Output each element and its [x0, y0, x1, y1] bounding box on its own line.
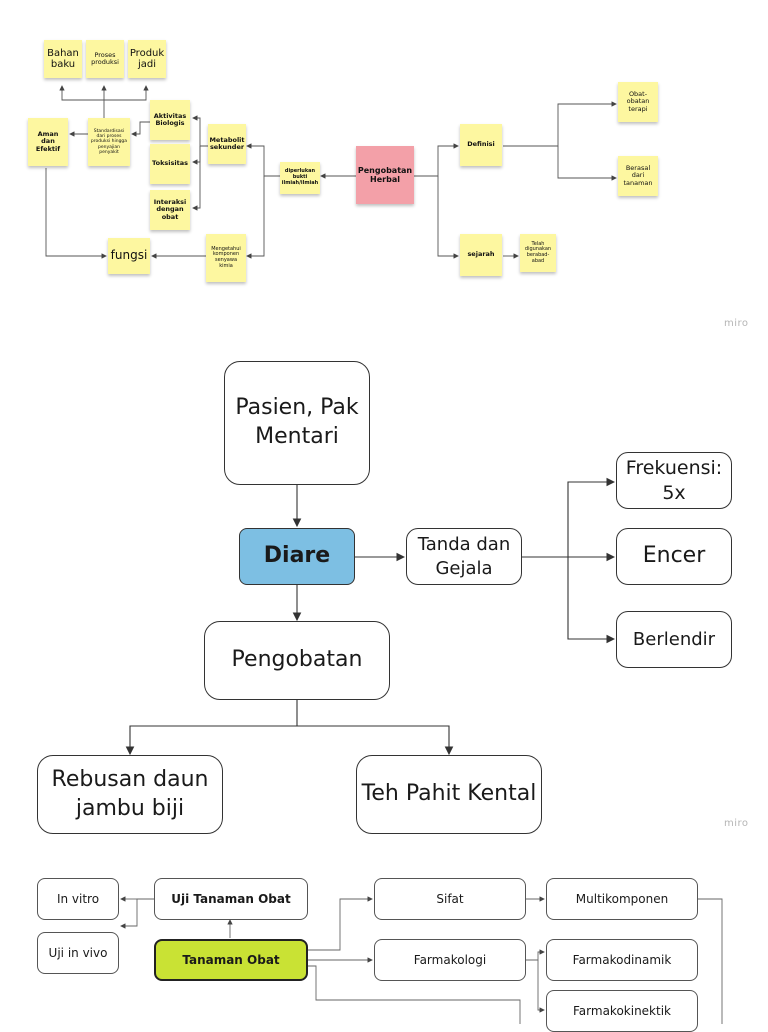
node-sifat[interactable]: Sifat — [374, 878, 526, 920]
node-farmakodinamik[interactable]: Farmakodinamik — [546, 939, 698, 981]
node-teh-pahit[interactable]: Teh Pahit Kental — [356, 755, 542, 834]
sticky-berasal-tanaman[interactable]: Berasal dari tanaman — [618, 156, 658, 196]
sticky-aman-efektif[interactable]: Aman dan Efektif — [28, 118, 68, 166]
sticky-proses-produksi[interactable]: Proses produksi — [86, 40, 124, 78]
sticky-telah-digunakan[interactable]: Telah digunakan berabad-abad — [520, 234, 556, 272]
sticky-definisi[interactable]: Definisi — [460, 124, 502, 166]
node-uji-in-vivo[interactable]: Uji in vivo — [37, 932, 119, 974]
node-encer[interactable]: Encer — [616, 528, 732, 585]
sticky-obat-terapi[interactable]: Obat-obatan terapi — [618, 82, 658, 122]
sticky-aktivitas-biologis[interactable]: Aktivitas Biologis — [150, 100, 190, 140]
node-frekuensi[interactable]: Frekuensi: 5x — [616, 452, 732, 509]
sticky-toksisitas[interactable]: Toksisitas — [150, 144, 190, 184]
sticky-diperlukan-bukti[interactable]: diperlukan bukti ilmiah/ilmiah — [280, 162, 320, 194]
diare-connectors — [125, 477, 616, 756]
node-farmakokinektik[interactable]: Farmakokinektik — [546, 990, 698, 1032]
sticky-produk-jadi[interactable]: Produk jadi — [128, 40, 166, 78]
node-diare[interactable]: Diare — [239, 528, 355, 585]
diare-map: Pasien, Pak Mentari Diare Tanda dan Geja… — [0, 340, 768, 840]
herbal-connectors — [45, 85, 617, 259]
sticky-pengobatan-herbal[interactable]: Pengobatan Herbal — [356, 146, 414, 204]
node-farmakologi[interactable]: Farmakologi — [374, 939, 526, 981]
sticky-interaksi-obat[interactable]: Interaksi dengan obat — [150, 190, 190, 230]
miro-watermark: miro — [724, 318, 749, 329]
miro-watermark: miro — [724, 818, 749, 829]
node-pengobatan[interactable]: Pengobatan — [204, 621, 390, 700]
sticky-bahan-baku[interactable]: Bahan baku — [44, 40, 82, 78]
node-tanaman-obat[interactable]: Tanaman Obat — [154, 939, 308, 981]
node-pasien[interactable]: Pasien, Pak Mentari — [224, 361, 370, 485]
tanaman-connectors — [120, 896, 723, 1024]
sticky-sejarah[interactable]: sejarah — [460, 234, 502, 276]
node-rebusan[interactable]: Rebusan daun jambu biji — [37, 755, 223, 834]
sticky-fungsi[interactable]: fungsi — [108, 238, 150, 274]
sticky-metabolit-sekunder[interactable]: Metabolit sekunder — [208, 124, 246, 164]
node-multikomponen[interactable]: Multikomponen — [546, 878, 698, 920]
sticky-mengetahui-komponen[interactable]: Mengetahui komponen senyawa kimia — [206, 234, 246, 282]
node-berlendir[interactable]: Berlendir — [616, 611, 732, 668]
node-tanda-gejala[interactable]: Tanda dan Gejala — [406, 528, 522, 585]
node-in-vitro[interactable]: In vitro — [37, 878, 119, 920]
node-uji-tanaman[interactable]: Uji Tanaman Obat — [154, 878, 308, 920]
herbal-medicine-map: Bahan baku Proses produksi Produk jadi A… — [0, 0, 768, 340]
tanaman-obat-map: In vitro Uji Tanaman Obat Uji in vivo Ta… — [0, 840, 768, 1032]
sticky-standardisasi[interactable]: Standardisasi dari proses produksi hingg… — [88, 118, 130, 166]
